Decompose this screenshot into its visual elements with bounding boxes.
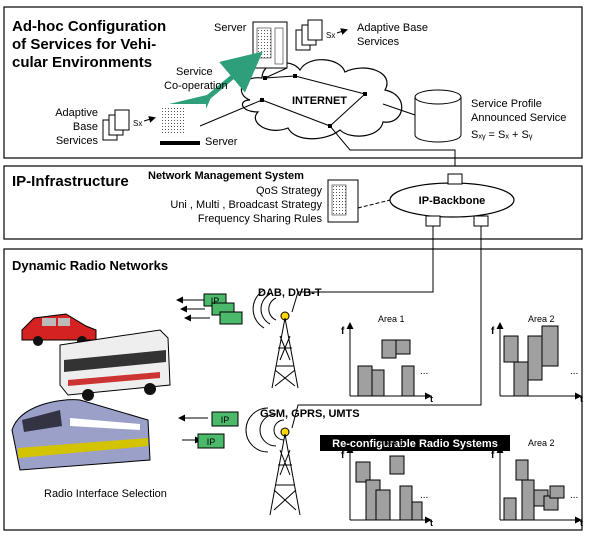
chart-gsm-area1-t-label: t — [430, 518, 433, 528]
chart-dab-area1-t-label: t — [430, 394, 433, 404]
adaptive-top-label-2: Services — [357, 36, 400, 48]
dab-ip-label: IP — [211, 296, 220, 306]
svg-text:Sx: Sx — [326, 31, 335, 40]
adaptive-left-label-2: Base — [73, 121, 98, 133]
dab-tower-icon — [271, 311, 299, 389]
panel-dynamic-radio: Dynamic Radio Networks — [3, 226, 583, 531]
profile-label-2: Announced Service — [471, 112, 566, 124]
chart-gsm-area2-ellipsis: ... — [570, 490, 578, 501]
bus-icon — [59, 329, 171, 401]
ip-backbone-label: IP-Backbone — [419, 195, 486, 207]
panel-ad-hoc-title-3: cular Environments — [12, 54, 152, 71]
dab-label: DAB, DVB-T — [258, 287, 322, 299]
database-link — [382, 103, 416, 116]
chart-gsm-area2-block-1 — [503, 497, 517, 521]
panel-ip-title: IP-Infrastructure — [12, 173, 129, 190]
nms-line-cast: Uni , Multi , Broadcast Strategy — [170, 199, 322, 211]
chart-dab-area2-block-4 — [541, 325, 559, 367]
panel-ad-hoc-title-1: Ad-hoc Configuration — [12, 18, 166, 35]
adaptive-left-label-1: Adaptive — [55, 107, 98, 119]
internet-backbone-link — [329, 125, 456, 175]
reconf-label: Re-configurable Radio Systems — [332, 438, 498, 450]
chart-gsm-area1-block-3 — [375, 489, 391, 521]
service-profile-database-icon — [414, 89, 462, 143]
chart-gsm-area2-block-6 — [549, 485, 565, 499]
gsm-tower-icon — [269, 427, 301, 516]
panel-ad-hoc: Ad-hoc Configuration of Services for Veh… — [3, 6, 583, 175]
internet-label: INTERNET — [292, 95, 347, 107]
ip-backbone-icon — [389, 173, 515, 227]
server-left-link — [199, 99, 263, 127]
chart-dab-area1-block-1 — [357, 365, 373, 397]
radio-select-label: Radio Interface Selection — [44, 488, 167, 500]
svg-text:Sx: Sx — [133, 119, 142, 128]
gsm-ip-label-2: IP — [207, 437, 216, 447]
panel-ad-hoc-title-2: of Services for Vehi- — [12, 36, 156, 53]
chart-dab-area2-ellipsis: ... — [570, 366, 578, 377]
chart-gsm-area1-f-label: f — [341, 450, 345, 461]
server-left-icon — [158, 104, 206, 145]
server-left-label: Server — [205, 136, 238, 148]
chart-dab-area2-t-label: t — [580, 394, 583, 404]
car-icon — [21, 313, 97, 346]
chart-dab-area2-f-label: f — [491, 326, 495, 337]
server-top-label: Server — [214, 22, 247, 34]
chart-dab-area2-block-2 — [513, 361, 529, 397]
nms-title: Network Management System — [148, 170, 304, 182]
cooperation-label-1: Service — [176, 66, 213, 78]
chart-gsm-area1-block-4 — [389, 455, 405, 475]
profile-label-1: Service Profile — [471, 98, 542, 110]
chart-dab-area2-block-1 — [503, 335, 519, 363]
gsm-ip-packets: IP IP — [178, 407, 285, 453]
chart-gsm-area1-block-1 — [355, 461, 371, 483]
dab-ip-packets: IP — [176, 289, 277, 329]
gsm-ip-label-1: IP — [221, 415, 230, 425]
cooperation-arrow — [169, 51, 263, 135]
nms-server-icon — [327, 179, 359, 223]
panel-radio-title: Dynamic Radio Networks — [12, 258, 168, 273]
chart-dab-area1-block-3 — [381, 339, 397, 359]
chart-gsm-area2-title: Area 2 — [528, 438, 555, 448]
chart-dab-area1-block-5 — [401, 365, 415, 397]
cooperation-label-2: Co-operation — [164, 80, 228, 92]
chart-gsm-area1-title: Area 1 — [378, 438, 405, 448]
train-icon — [11, 399, 151, 471]
adaptive-top-label-1: Adaptive Base — [357, 22, 428, 34]
chart-dab-area1-f-label: f — [341, 326, 345, 337]
chart-dab-area1-block-4 — [395, 339, 411, 355]
chart-dab-area2-block-3 — [527, 335, 543, 381]
chart-gsm-area2-block-2 — [515, 459, 529, 481]
adaptive-top-docs-icon: Sx — [295, 19, 348, 51]
adaptive-left-label-3: Services — [56, 135, 99, 147]
profile-formula: Sₓᵧ = Sₓ + Sᵧ — [471, 129, 533, 141]
nms-backbone-link — [357, 199, 391, 209]
nms-line-freq: Frequency Sharing Rules — [198, 213, 323, 225]
panel-ip-infrastructure: IP-Infrastructure Network Management Sys… — [3, 165, 583, 240]
chart-gsm-area2-block-3 — [521, 479, 535, 521]
adaptive-left-docs-icon: Sx — [102, 109, 156, 141]
chart-dab-area1-ellipsis: ... — [420, 366, 428, 377]
chart-gsm-area1-block-5 — [399, 485, 413, 521]
chart-gsm-area1-ellipsis: ... — [420, 490, 428, 501]
chart-gsm-area2-t-label: t — [580, 518, 583, 528]
chart-dab-area2-title: Area 2 — [528, 314, 555, 324]
nms-line-qos: QoS Strategy — [256, 185, 323, 197]
server-top-icon — [252, 21, 288, 69]
chart-gsm-area2-f-label: f — [491, 450, 495, 461]
reconf-badge — [320, 435, 510, 451]
chart-dab-area1-title: Area 1 — [378, 314, 405, 324]
backbone-gsm-link — [291, 226, 482, 429]
chart-dab-area1-block-2 — [371, 369, 385, 397]
backbone-dab-link — [291, 226, 434, 313]
chart-gsm-area1-block-6 — [411, 501, 423, 521]
gsm-label: GSM, GPRS, UMTS — [260, 408, 360, 420]
